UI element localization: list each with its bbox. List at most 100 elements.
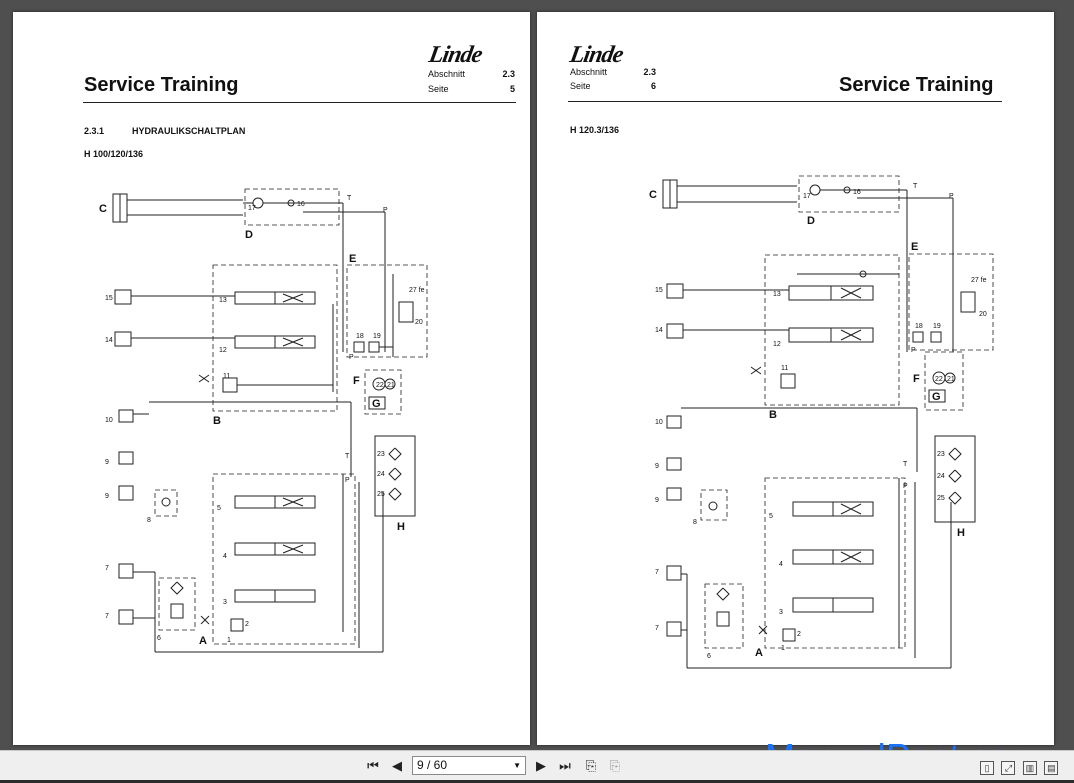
svg-text:2: 2 (797, 631, 801, 638)
svg-text:5: 5 (769, 513, 773, 520)
label-g: G (932, 391, 941, 403)
svg-text:11: 11 (781, 365, 788, 372)
svg-text:1: 1 (781, 645, 785, 652)
svg-text:4: 4 (223, 553, 227, 560)
hydraulic-schematic-left: C D 17 16 T P E 27 fe 20 15 13 14 12 18 … (99, 188, 428, 653)
meta-row-section: Abschnitt 2.3 (428, 69, 515, 81)
back-view-icon[interactable]: ⎘ (585, 758, 597, 773)
svg-text:11: 11 (223, 373, 230, 380)
svg-text:21: 21 (387, 382, 395, 389)
page-title: Service Training (84, 74, 239, 96)
header-rule (83, 102, 516, 103)
label-b: B (769, 409, 777, 421)
label-f: F (913, 373, 920, 385)
svg-text:P: P (349, 354, 354, 361)
svg-text:7: 7 (655, 625, 659, 632)
hydraulic-schematic-right: C D 17 16 T P E 27 fe 20 15 13 14 12 18 … (649, 175, 994, 669)
svg-text:15: 15 (105, 295, 113, 302)
svg-text:4: 4 (779, 561, 783, 568)
svg-text:P: P (911, 347, 916, 354)
svg-text:P: P (345, 477, 350, 484)
svg-text:3: 3 (223, 599, 227, 606)
label-c: C (99, 203, 107, 215)
svg-text:17: 17 (803, 193, 811, 200)
svg-text:16: 16 (297, 201, 305, 208)
svg-text:23: 23 (377, 451, 385, 458)
svg-text:24: 24 (377, 471, 385, 478)
navigation-toolbar: ⏮ ◀ 9 / 60 ▼ ▶ ⏭ ⎘ ⎘ (0, 750, 1074, 780)
svg-text:6: 6 (707, 653, 711, 660)
svg-text:T: T (903, 461, 908, 468)
svg-text:17: 17 (248, 205, 256, 212)
svg-text:13: 13 (773, 291, 781, 298)
label-a: A (199, 635, 207, 647)
svg-text:22: 22 (376, 382, 384, 389)
svg-text:6: 6 (157, 635, 161, 642)
label-h: H (397, 521, 405, 533)
svg-text:P: P (383, 207, 388, 214)
svg-text:9: 9 (655, 497, 659, 504)
svg-text:7: 7 (105, 613, 109, 620)
svg-text:12: 12 (773, 341, 781, 348)
svg-text:1: 1 (227, 637, 231, 644)
svg-text:9: 9 (655, 463, 659, 470)
svg-text:18: 18 (356, 333, 364, 340)
page-indicator: 9 / 60 (417, 758, 448, 772)
meta-value: 2.3 (502, 69, 515, 79)
fit-page-icon[interactable]: ⤢ (1001, 761, 1016, 775)
meta-key: Seite (570, 81, 591, 91)
label-b: B (213, 415, 221, 427)
svg-text:21: 21 (947, 376, 955, 383)
first-page-icon[interactable]: ⏮ (367, 758, 379, 773)
last-page-icon[interactable]: ⏭ (559, 758, 571, 773)
continuous-icon[interactable]: ▤ (1044, 761, 1059, 775)
bottom-strip (0, 780, 1074, 783)
svg-text:12: 12 (219, 347, 227, 354)
forward-view-icon[interactable]: ⎘ (609, 758, 621, 773)
svg-text:7: 7 (105, 565, 109, 572)
svg-text:9: 9 (105, 493, 109, 500)
svg-text:14: 14 (105, 337, 113, 344)
page-number-select[interactable]: 9 / 60 ▼ (412, 756, 526, 775)
svg-text:3: 3 (779, 609, 783, 616)
svg-text:20: 20 (979, 311, 987, 318)
chevron-down-icon: ▼ (513, 761, 521, 770)
label-d: D (807, 215, 815, 227)
meta-row-section: Abschnitt 2.3 (570, 67, 656, 79)
label-d: D (245, 229, 253, 241)
svg-text:22: 22 (935, 376, 943, 383)
label-g: G (372, 398, 381, 410)
svg-text:18: 18 (915, 323, 923, 330)
meta-value: 5 (509, 84, 515, 94)
svg-text:16: 16 (853, 189, 861, 196)
meta-key: Seite (428, 84, 449, 94)
svg-text:P: P (903, 483, 908, 490)
meta-row-page: Seite 6 (570, 81, 656, 93)
section-number: 2.3.1 (84, 126, 105, 136)
single-page-icon[interactable]: ▯ (980, 761, 994, 775)
svg-text:5: 5 (217, 505, 221, 512)
svg-text:27 fe: 27 fe (971, 277, 987, 284)
svg-text:27 fe: 27 fe (409, 287, 425, 294)
pdf-page-right: Linde Service Training Abschnitt 2.3 Sei… (537, 12, 1054, 745)
svg-text:8: 8 (147, 517, 151, 524)
label-f: F (353, 375, 360, 387)
header-rule (568, 101, 1002, 102)
meta-key: Abschnitt (570, 67, 608, 77)
model-label: H 100/120/136 (84, 149, 144, 159)
svg-text:15: 15 (655, 287, 663, 294)
two-page-icon[interactable]: ▥ (1022, 761, 1037, 775)
page-title: Service Training (839, 74, 994, 96)
previous-page-icon[interactable]: ◀ (392, 758, 402, 773)
label-e: E (911, 241, 918, 253)
svg-text:T: T (347, 195, 352, 202)
svg-text:20: 20 (415, 319, 423, 326)
label-h: H (957, 527, 965, 539)
svg-text:T: T (345, 453, 350, 460)
pdf-page-left: Linde Service Training Abschnitt 2.3 Sei… (13, 12, 530, 745)
svg-text:19: 19 (373, 333, 381, 340)
svg-text:9: 9 (105, 459, 109, 466)
next-page-icon[interactable]: ▶ (536, 758, 546, 773)
label-c: C (649, 189, 657, 201)
